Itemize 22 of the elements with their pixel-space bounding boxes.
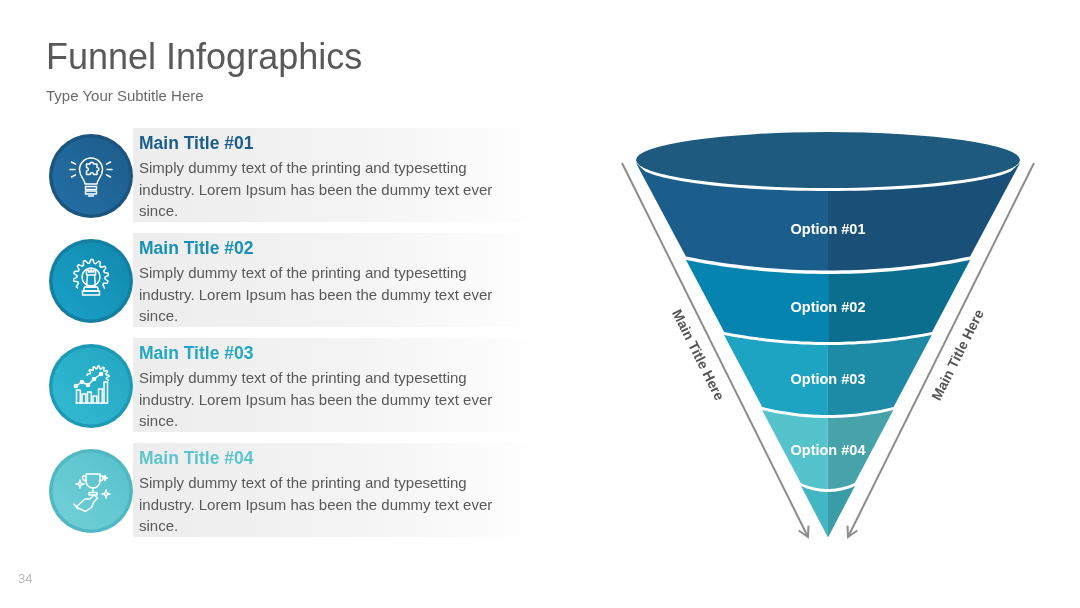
funnel-segment (636, 163, 1020, 271)
funnel-segment (762, 409, 894, 489)
slide-title: Funnel Infographics (46, 36, 363, 78)
card-title: Main Title #03 (139, 342, 254, 364)
card-title: Main Title #04 (139, 447, 254, 469)
page-number: 34 (18, 571, 33, 587)
card-description: Simply dummy text of the printing and typesetting industry. Lorem Ipsum has been the dummy text ever since. (139, 473, 494, 536)
option-label: Option #03 (790, 370, 866, 388)
card-description: Simply dummy text of the printing and typesetting industry. Lorem Ipsum has been the dummy text ever since. (139, 158, 494, 221)
arrow-label: Main Title Here (928, 306, 988, 404)
funnel-tip (801, 485, 855, 537)
card-description: Simply dummy text of the printing and typesetting industry. Lorem Ipsum has been the dummy text ever since. (139, 263, 494, 326)
arrow-label: Main Title Here (668, 306, 728, 404)
funnel-segment (724, 334, 932, 415)
slide-subtitle: Type Your Subtitle Here (46, 87, 204, 105)
option-label: Option #01 (790, 220, 866, 238)
card-description: Simply dummy text of the printing and typesetting industry. Lorem Ipsum has been the dummy text ever since. (139, 368, 494, 431)
option-label: Option #02 (790, 298, 866, 316)
card-title: Main Title #01 (139, 132, 254, 154)
card-title: Main Title #02 (139, 237, 254, 259)
funnel-rim (636, 132, 1020, 188)
option-label: Option #04 (790, 441, 866, 459)
